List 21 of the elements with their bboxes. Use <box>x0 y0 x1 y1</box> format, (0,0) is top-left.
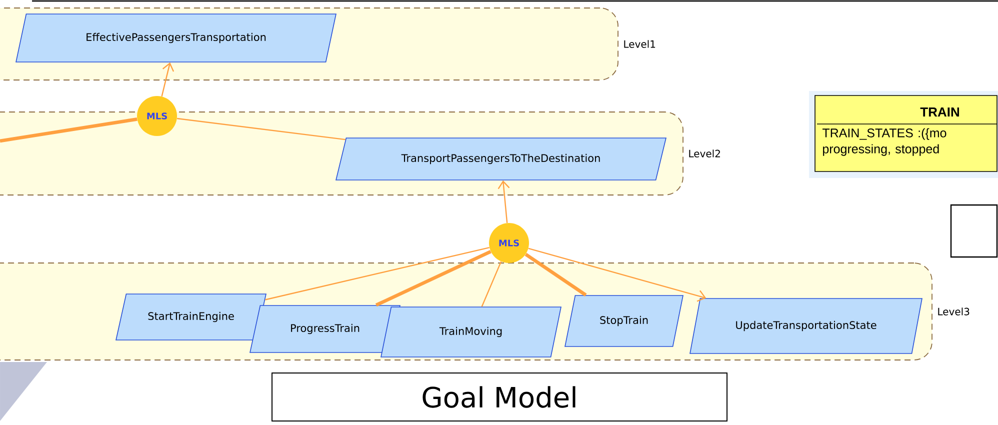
connector <box>265 246 490 300</box>
empty-box <box>950 204 998 258</box>
node-label: Level2 <box>689 150 720 158</box>
connector <box>498 180 510 223</box>
connector <box>176 118 346 140</box>
caption-box: Goal Model <box>272 372 728 422</box>
connector <box>161 62 174 97</box>
goal-parallelogram: UpdateTransportationState <box>690 298 922 354</box>
goal-parallelogram: StartTrainEngine <box>116 294 266 340</box>
connector <box>524 252 587 296</box>
connector <box>528 248 706 302</box>
goal-parallelogram: StopTrain <box>564 295 684 347</box>
node-label: Level1 <box>624 40 656 48</box>
goal-parallelogram: TrainMoving <box>380 306 562 358</box>
goal-parallelogram: EffectivePassengersTransportation <box>16 14 336 62</box>
connector <box>0 118 138 143</box>
connector <box>375 250 492 307</box>
goal-parallelogram: TransportPassengersToTheDestination <box>336 138 667 180</box>
class-box: TRAIN TRAIN_STATES :({mo progressing, stopped <box>809 91 998 178</box>
connector <box>481 261 502 307</box>
node-label: Level3 <box>938 308 970 316</box>
